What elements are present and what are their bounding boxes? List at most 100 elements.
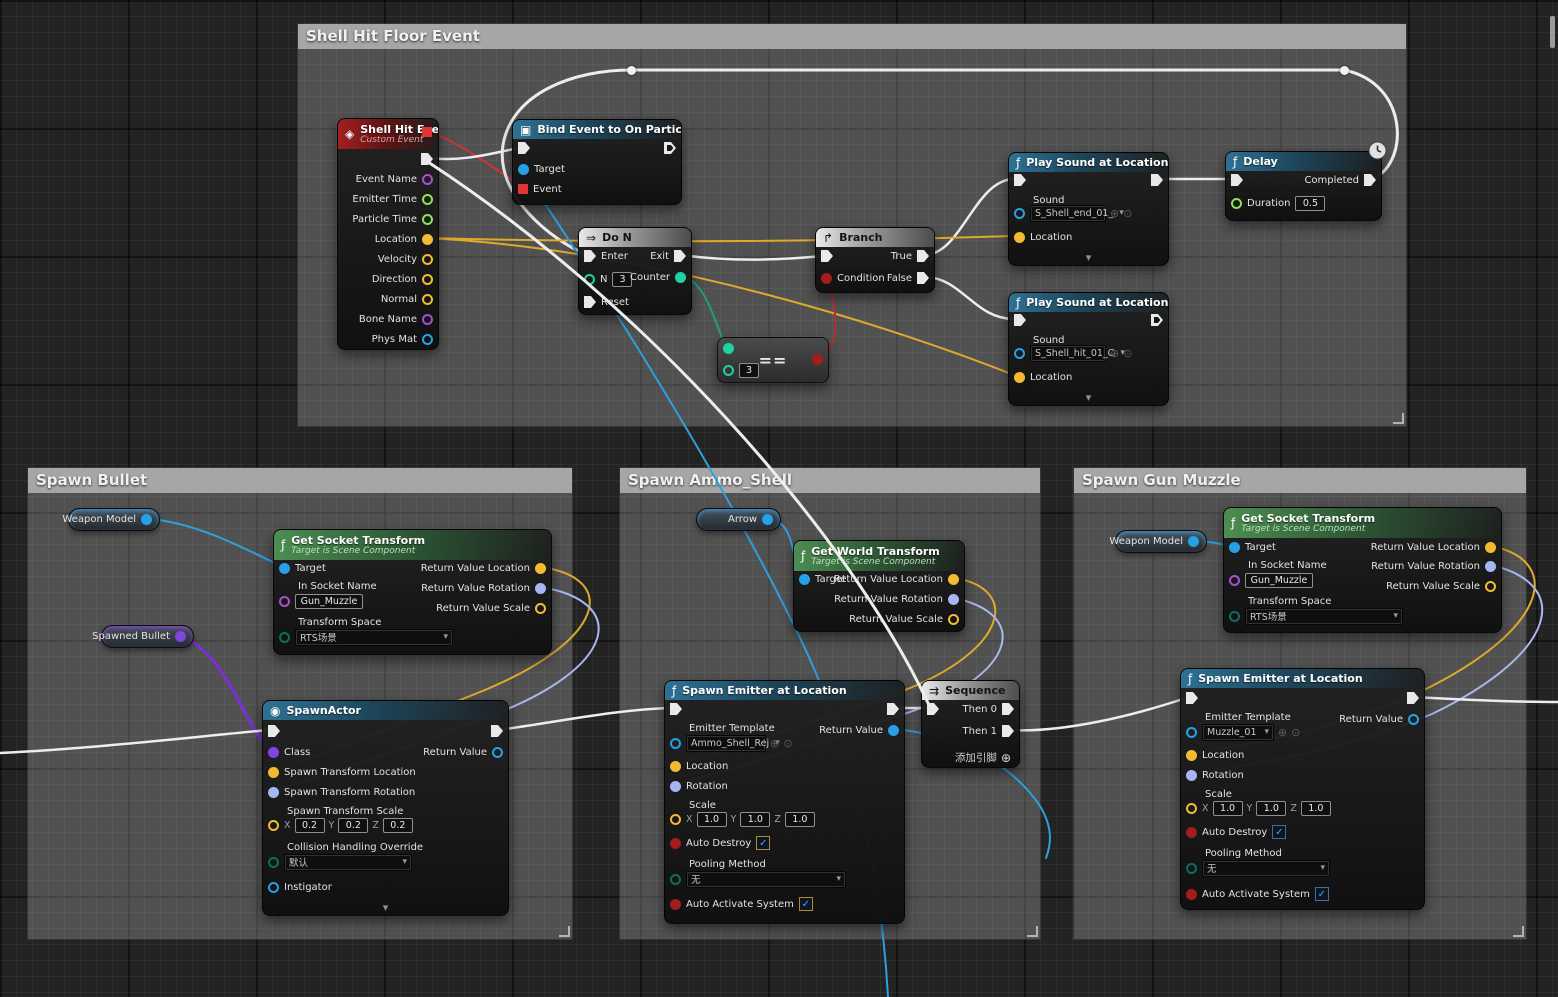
exec-pin[interactable] [518, 142, 530, 154]
expand-node-chevron-icon[interactable]: ▾ [1085, 251, 1092, 264]
dropdown[interactable]: S_Shell_hit_01_C▾ [1030, 344, 1125, 362]
vector-z-field[interactable]: 1.0 [1300, 800, 1331, 816]
vector-y-field[interactable]: 0.2 [338, 817, 369, 833]
vector-pin[interactable] [1186, 749, 1197, 761]
exec-pin[interactable] [584, 250, 596, 262]
byte-pin[interactable] [670, 873, 681, 885]
rotator-pin[interactable] [1186, 769, 1197, 781]
browse-asset-icon[interactable]: ⊙ [1123, 346, 1133, 360]
object-pin[interactable] [1014, 207, 1025, 219]
object-pin[interactable] [1408, 713, 1419, 725]
vector-pin[interactable] [535, 602, 546, 614]
vector-pin[interactable] [1014, 231, 1025, 243]
name-pin[interactable] [279, 595, 290, 607]
byte-pin[interactable] [1229, 610, 1240, 622]
exec-pin[interactable] [1002, 725, 1014, 737]
vector-pin[interactable] [422, 233, 433, 245]
exec-pin[interactable] [670, 703, 682, 715]
exec-pin[interactable] [1014, 314, 1026, 326]
exec-pin[interactable] [1002, 703, 1014, 715]
browse-asset-icon[interactable]: ⊙ [1123, 206, 1133, 220]
vector-pin[interactable] [268, 766, 279, 778]
use-selected-asset-icon[interactable]: ⊕ [1110, 206, 1120, 220]
vector-x-field[interactable]: 1.0 [696, 811, 727, 827]
node-header[interactable]: ◈Shell Hit EventCustom Event [338, 119, 438, 149]
scrollbar-thumb[interactable] [1550, 16, 1555, 48]
object-pin[interactable] [422, 333, 433, 345]
node-bind-event[interactable]: ▣Bind Event to On Particle CollideTarget… [512, 119, 682, 205]
dropdown[interactable]: Muzzle_01▾ [1202, 723, 1274, 741]
int-pin[interactable] [584, 273, 595, 285]
node-equals[interactable]: 3== [717, 337, 829, 383]
exec-pin[interactable] [1231, 174, 1243, 186]
exec-pin[interactable] [674, 250, 686, 262]
use-selected-asset-icon[interactable]: ⊕ [770, 736, 780, 750]
checkbox[interactable]: ✓ [1314, 887, 1329, 901]
rotator-pin[interactable] [670, 780, 681, 792]
bool-pin[interactable] [1186, 826, 1197, 838]
rotator-pin[interactable] [535, 582, 546, 594]
node-header[interactable]: ↱Branch [816, 228, 934, 247]
dropdown[interactable]: 无▾ [1202, 859, 1330, 877]
exec-pin[interactable] [664, 142, 676, 154]
float-pin[interactable] [1231, 197, 1242, 209]
checkbox[interactable]: ✓ [756, 836, 771, 850]
object-pin[interactable] [279, 562, 290, 574]
int-pin[interactable] [675, 271, 686, 283]
float-pin[interactable] [422, 213, 433, 225]
exec-pin[interactable] [1186, 692, 1198, 704]
node-header[interactable]: ◉SpawnActor [263, 701, 508, 720]
exec-pin[interactable] [917, 250, 929, 262]
object-pin[interactable] [1229, 541, 1240, 553]
checkbox[interactable]: ✓ [798, 897, 813, 911]
byte-pin[interactable] [268, 856, 279, 868]
rotator-pin[interactable] [268, 786, 279, 798]
node-header[interactable]: ⇒Do N [579, 228, 691, 247]
dropdown[interactable]: RTS场景▾ [295, 628, 453, 646]
exec-pin[interactable] [1151, 314, 1163, 326]
node-header[interactable]: ⇉Sequence [922, 681, 1019, 700]
vector-pin[interactable] [268, 819, 279, 831]
class-pin[interactable] [268, 746, 279, 758]
vector-pin[interactable] [1014, 371, 1025, 383]
exec-pin[interactable] [491, 725, 503, 737]
checkbox[interactable]: ✓ [1272, 825, 1287, 839]
exec-pin[interactable] [927, 703, 939, 715]
exec-pin[interactable] [1151, 174, 1163, 186]
getter-node-weapon-model-1[interactable]: Weapon Model [62, 508, 160, 531]
bool-pin[interactable] [1186, 888, 1197, 900]
object-pin[interactable] [670, 737, 681, 749]
dropdown[interactable]: Ammo_Shell_Rej▾ [686, 734, 780, 752]
exec-pin[interactable] [887, 703, 899, 715]
getter-node-arrow[interactable]: Arrow [696, 508, 781, 531]
bool-pin[interactable] [670, 837, 681, 849]
vector-pin[interactable] [670, 760, 681, 772]
vector-pin[interactable] [948, 573, 959, 585]
expand-node-chevron-icon[interactable]: ▾ [1085, 391, 1092, 404]
text-field[interactable]: Gun_Muzzle [295, 593, 363, 609]
rotator-pin[interactable] [948, 593, 959, 605]
dropdown[interactable]: RTS场景▾ [1245, 607, 1403, 625]
exec-pin[interactable] [1407, 692, 1419, 704]
object-pin[interactable] [518, 163, 529, 175]
comment-header[interactable]: Shell Hit Floor Event [298, 24, 1406, 49]
text-field[interactable]: Gun_Muzzle [1245, 572, 1313, 588]
node-header[interactable]: ▣Bind Event to On Particle Collide [513, 120, 681, 139]
vector-pin[interactable] [535, 562, 546, 574]
vector-pin[interactable] [422, 253, 433, 265]
name-pin[interactable] [422, 173, 433, 185]
name-pin[interactable] [1229, 574, 1240, 586]
comment-resize-handle[interactable] [1393, 413, 1404, 424]
exec-pin[interactable] [1014, 174, 1026, 186]
vector-y-field[interactable]: 1.0 [740, 811, 771, 827]
exec-pin[interactable] [1364, 174, 1376, 186]
